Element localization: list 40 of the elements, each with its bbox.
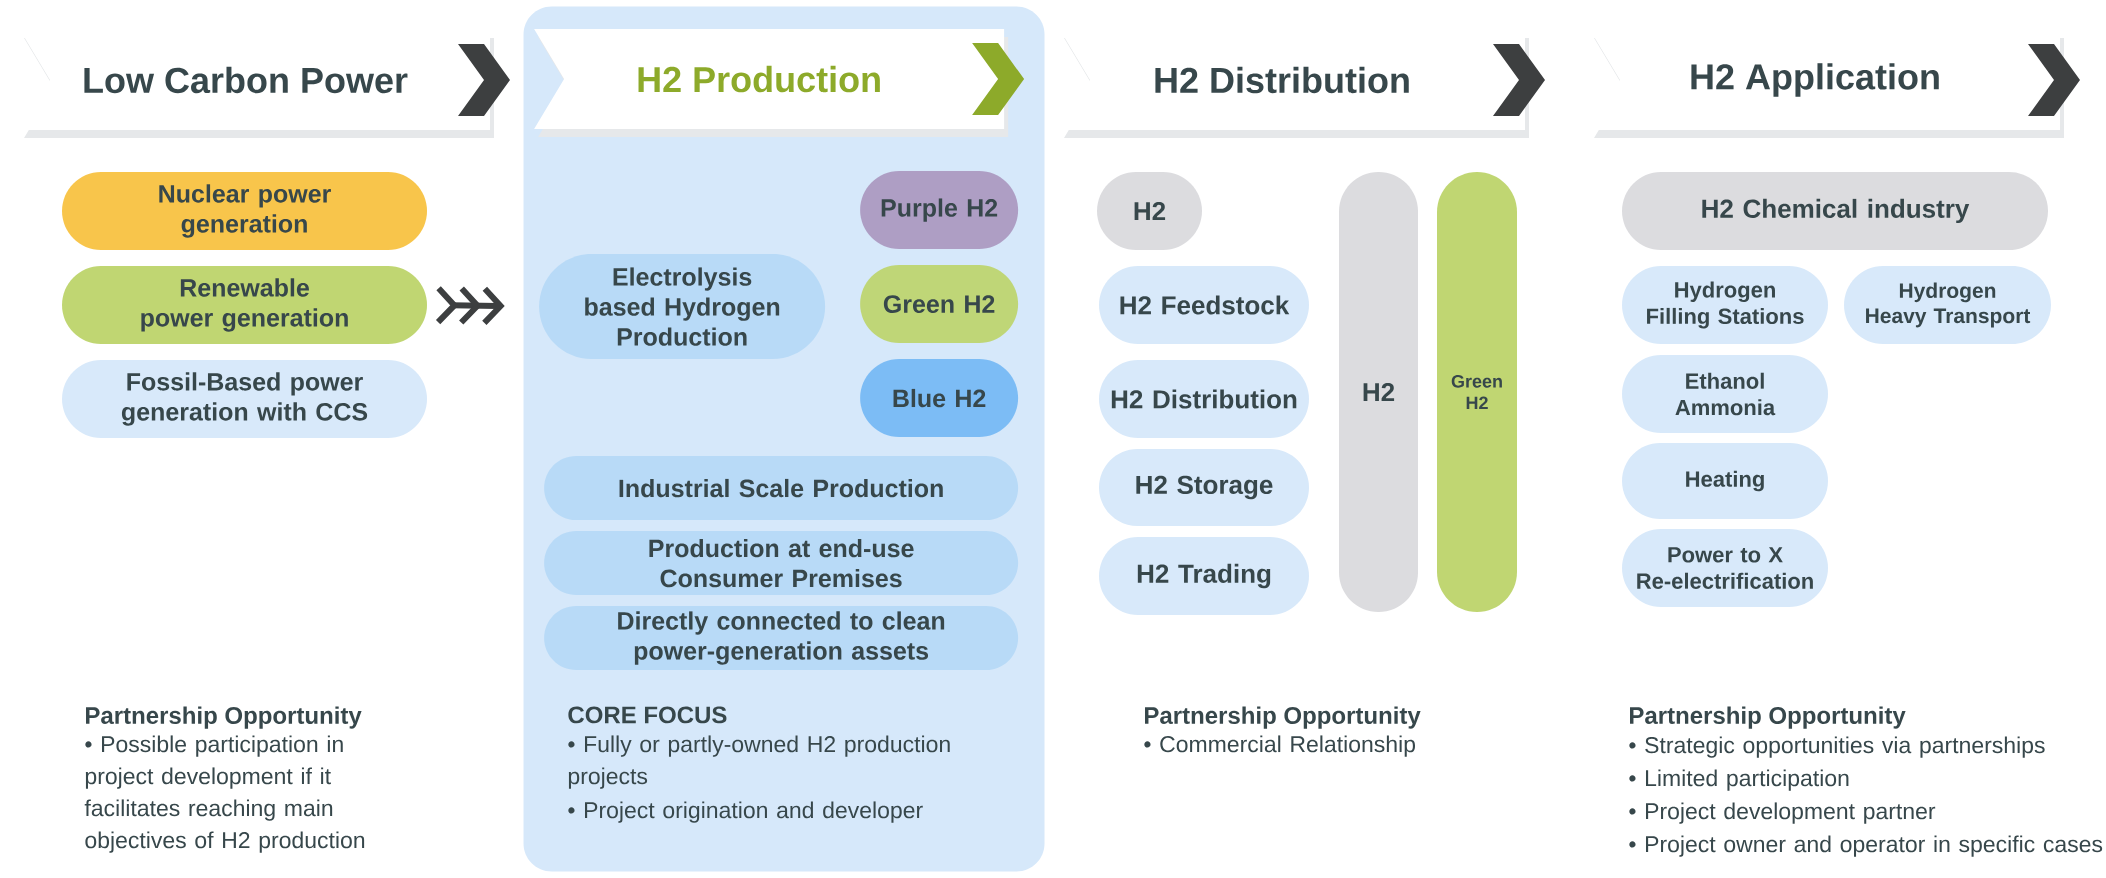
section-heading: CORE FOCUS (568, 706, 727, 724)
header-banner: H2 Application (1590, 30, 2080, 138)
header-banner: Low Carbon Power (20, 30, 510, 138)
pill-box: Hydrogen Filling Stations (1622, 266, 1828, 344)
bullet-text: • Fully or partly-owned H2 production projects (568, 735, 950, 789)
pill-box: H2 (1097, 172, 1202, 250)
pill-box: Blue H2 (860, 359, 1019, 438)
header-banner: H2 Production (534, 29, 1025, 138)
pill-box: H2 Distribution (1099, 360, 1309, 438)
bullet-text: • Project origination and developer (568, 801, 923, 823)
node-label: H2 Distribution (1155, 66, 1409, 94)
section-heading: Partnership Opportunity (1145, 706, 1421, 729)
bullet-text: • Limited participation (1629, 769, 1849, 791)
pill-box: Hydrogen Heavy Transport (1844, 266, 2051, 344)
pill-box: H2 Feedstock (1099, 266, 1309, 344)
pill-box: Ethanol Ammonia (1622, 355, 1828, 433)
vertical-bar: H2 (1339, 172, 1418, 612)
pill-box: Purple H2 (860, 171, 1019, 250)
pill-box: Directly connected to clean power-generation assets (544, 606, 1019, 671)
pill-box: Power to X Re-electrification (1622, 529, 1828, 607)
pill-box: Green H2 (860, 265, 1019, 344)
pill-box: H2 Trading (1099, 537, 1309, 615)
pill-box: H2 Storage (1099, 449, 1309, 526)
pill-box: Industrial Scale Production (544, 456, 1019, 521)
bullet-text: • Project development partner (1629, 802, 1936, 824)
pill-box: H2 Chemical industry (1622, 172, 2048, 250)
header-banner: H2 Distribution (1060, 30, 1545, 138)
bullet-text: • Possible participation in project development if it facilitates reaching main objectives of H2 production (84, 735, 365, 853)
bullet-text: • Commercial Relationship (1144, 735, 1415, 757)
pill-box: Fossil-Based power generation with CCS (62, 360, 427, 438)
section-heading: Partnership Opportunity (86, 706, 362, 729)
pill-box: Renewable power generation (62, 266, 427, 344)
section-heading: Partnership Opportunity (1630, 706, 1906, 729)
vertical-bar: Green H2 (1437, 172, 1517, 612)
bullet-text: • Strategic opportunities via partnerships (1629, 736, 2045, 758)
pill-box: Production at end-use Consumer Premises (544, 531, 1019, 596)
pill-box: Nuclear power generation (62, 172, 427, 250)
pill-box: Electrolysis based Hydrogen Production (539, 254, 826, 360)
pill-box: Heating (1622, 443, 1828, 519)
bullet-text: • Project owner and operator in specific cases (1629, 835, 2103, 857)
